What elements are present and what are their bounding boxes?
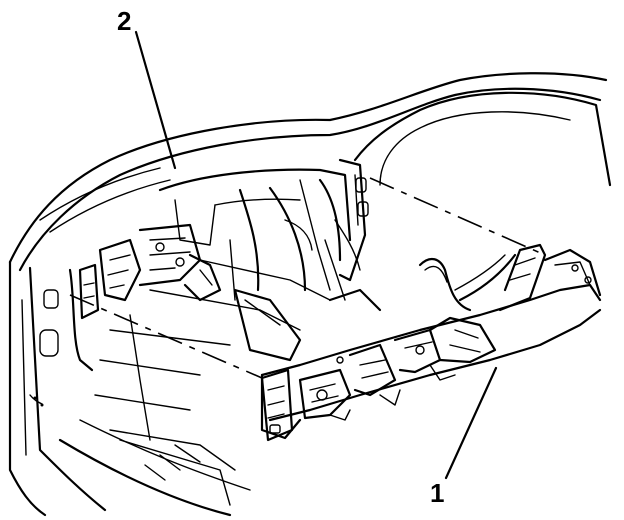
left-mount-bracket: [78, 223, 222, 320]
vehicle-body-outline: [8, 72, 612, 517]
callout-leaders: [134, 30, 498, 480]
alignment-lines: [69, 177, 546, 379]
instrument-panel-carrier: [260, 243, 602, 442]
right-pillar: [324, 158, 382, 312]
callout-label-1: 1: [430, 478, 444, 508]
callout-label-2: 2: [117, 6, 131, 36]
cabin-interior: [29, 168, 352, 481]
